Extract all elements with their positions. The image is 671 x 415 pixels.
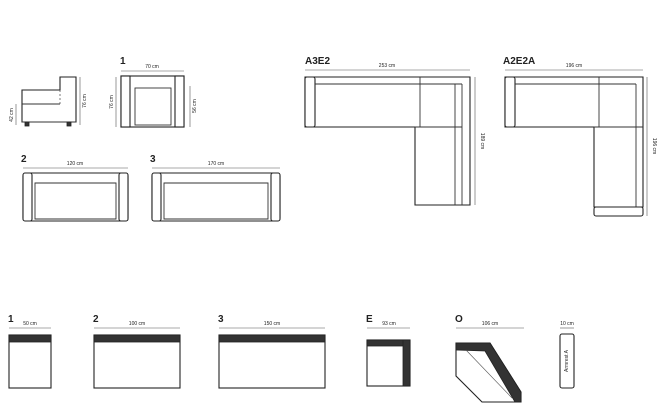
a2e2a-left-arm [504, 76, 516, 128]
module-2-width-dim: 120 cm [67, 161, 83, 167]
a3e2-width-dim: 253 cm [379, 63, 395, 69]
module-1-depth-dim: 56 cm [192, 99, 198, 113]
a3e2-depth-dim: 189 cm [479, 133, 485, 149]
module-1-top: 1 70 cm 76 cm 56 cm [109, 56, 198, 128]
bottom-3-back [218, 334, 326, 343]
bottom-2-label: 2 [93, 314, 99, 325]
bottom-o-label: O [455, 314, 463, 325]
armrest-a: 10 cm Armrest A [559, 321, 575, 389]
module-3-right-arm [270, 172, 281, 222]
module-2-left-arm [22, 172, 33, 222]
a2e2a-top: A2E2A 196 cm 196 cm [503, 56, 657, 217]
module-1-left-arm [120, 75, 131, 128]
bottom-module-e: E 93 cm [366, 314, 411, 387]
bottom-1-body [8, 334, 52, 389]
armrest-name: Armrest A [564, 349, 570, 372]
bottom-e-label: E [366, 314, 373, 325]
side-view: 42 cm 76 cm [9, 76, 88, 127]
module-3-body [151, 172, 281, 222]
bottom-3-body [218, 334, 326, 389]
bottom-o-back [455, 342, 522, 403]
bottom-3-label: 3 [218, 314, 224, 325]
bottom-2-body [93, 334, 181, 389]
total-height-dim: 76 cm [82, 94, 88, 108]
bottom-module-2: 2 100 cm [93, 314, 181, 389]
a2e2a-outline [504, 76, 644, 208]
a3e2-top: A3E2 253 cm 189 cm [304, 56, 485, 206]
a2e2a-label: A2E2A [503, 56, 535, 67]
bottom-o-width-dim: 106 cm [482, 321, 498, 327]
module-1-label: 1 [120, 56, 126, 67]
bottom-1-back [8, 334, 52, 343]
bottom-e-side-back [402, 339, 411, 387]
bottom-1-width-dim: 50 cm [23, 321, 37, 327]
module-3-left-arm [151, 172, 162, 222]
bottom-module-1: 1 50 cm [8, 314, 52, 389]
armrest-width-dim: 10 cm [560, 321, 574, 327]
module-3-label: 3 [150, 154, 156, 165]
module-2-right-arm [118, 172, 129, 222]
module-1-height-dim: 76 cm [109, 95, 115, 109]
seat-height-dim: 42 cm [9, 108, 15, 122]
foot-right [66, 121, 72, 127]
module-2-seat [34, 182, 117, 220]
foot-left [24, 121, 30, 127]
a3e2-left-arm [304, 76, 316, 128]
bottom-3-width-dim: 150 cm [264, 321, 280, 327]
a2e2a-width-dim: 196 cm [566, 63, 582, 69]
module-3-seat [163, 182, 269, 220]
module-2-label: 2 [21, 154, 27, 165]
armrest-body [559, 333, 575, 389]
bottom-e-width-dim: 93 cm [382, 321, 396, 327]
module-2-body [22, 172, 129, 222]
bottom-2-back [93, 334, 181, 343]
module-3-width-dim: 170 cm [208, 161, 224, 167]
bottom-o-seam [465, 349, 513, 399]
bottom-1-label: 1 [8, 314, 14, 325]
a2e2a-depth-dim: 196 cm [651, 138, 657, 154]
a2e2a-end-arm [593, 206, 644, 217]
bottom-module-o: O 106 cm [455, 314, 524, 403]
module-1-width-dim: 70 cm [145, 64, 159, 70]
module-3-top: 3 170 cm [150, 154, 281, 222]
bottom-module-3: 3 150 cm [218, 314, 326, 389]
module-1-cushion [134, 87, 172, 126]
bottom-2-width-dim: 100 cm [129, 321, 145, 327]
a3e2-label: A3E2 [305, 56, 330, 67]
side-profile-shape [21, 76, 77, 123]
module-1-right-arm [174, 75, 185, 128]
a3e2-outline [304, 76, 471, 206]
module-2-top: 2 120 cm [21, 154, 129, 222]
